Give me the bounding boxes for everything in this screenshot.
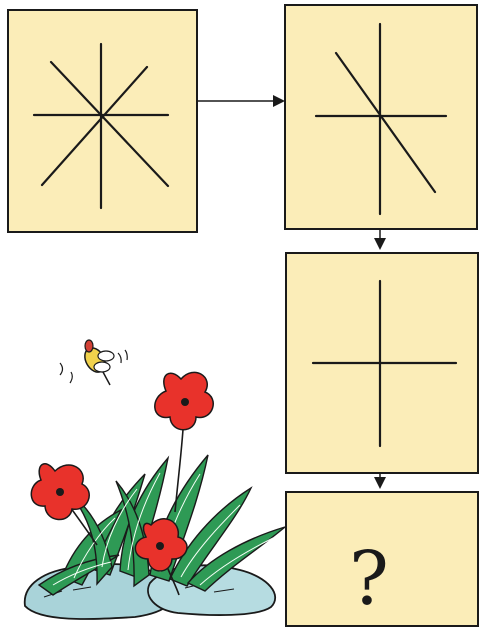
panel-2 bbox=[285, 5, 477, 229]
panel-1 bbox=[8, 10, 197, 232]
flower-top bbox=[155, 372, 213, 429]
panel-4: ? bbox=[286, 492, 478, 626]
panel-3 bbox=[286, 253, 478, 473]
flower-left bbox=[31, 464, 89, 520]
question-mark: ? bbox=[349, 536, 389, 622]
bee-icon bbox=[60, 340, 127, 385]
